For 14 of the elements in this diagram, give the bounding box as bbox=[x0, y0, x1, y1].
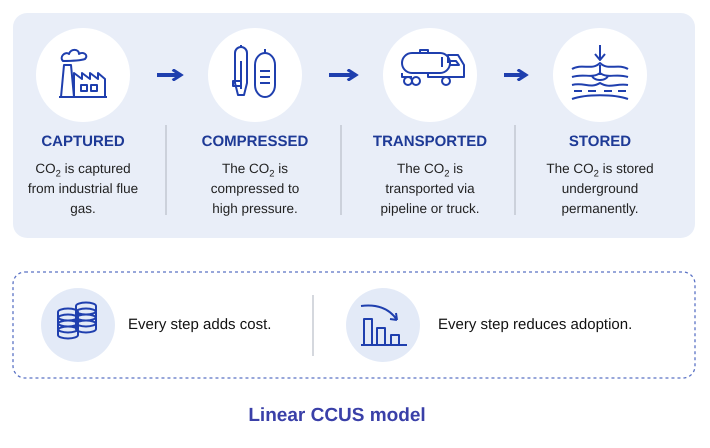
arrow bbox=[157, 68, 183, 82]
step-heading: TRANSPORTED bbox=[372, 133, 488, 150]
step-heading: COMPRESSED bbox=[200, 133, 310, 150]
note-text: Every step adds cost. bbox=[128, 316, 272, 333]
arrow bbox=[329, 68, 358, 82]
note-text: Every step reduces adoption. bbox=[438, 316, 632, 333]
step-description: CO$_{2}$ is captured from industrial flue gas. bbox=[26, 160, 140, 218]
step-heading: STORED bbox=[568, 133, 632, 150]
step-description: The CO$_{2}$ is transported via pipeline or truck. bbox=[379, 160, 481, 218]
step-description: The CO$_{2}$ is stored underground permanently. bbox=[545, 160, 655, 218]
arrow bbox=[504, 68, 528, 82]
step-description: The CO$_{2}$ is compressed to high pressure. bbox=[210, 160, 300, 218]
step-heading: CAPTURED bbox=[40, 133, 126, 150]
caption: Linear CCUS model bbox=[247, 405, 427, 427]
